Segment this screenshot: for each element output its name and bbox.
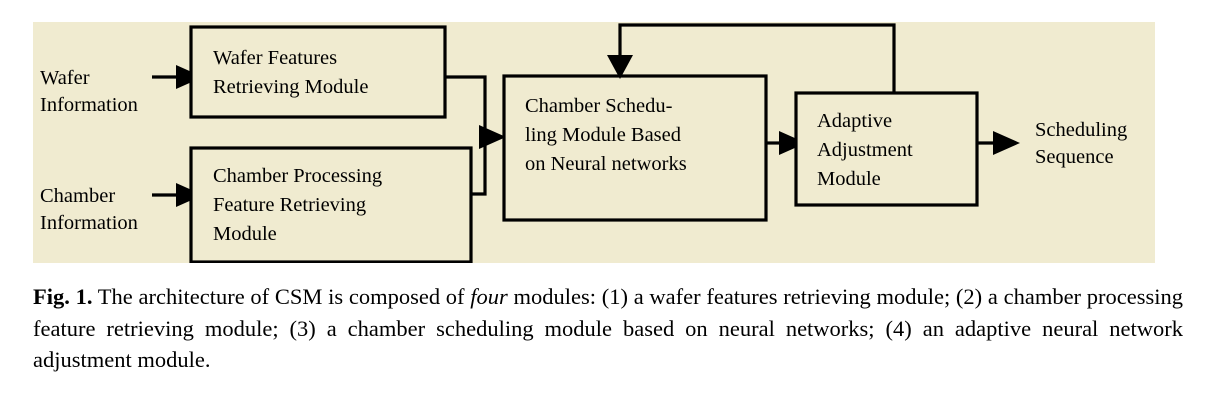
box-adaptive-adjustment-module-line2: Adjustment <box>817 139 913 161</box>
box-chamber-processing-feature-retrieving-module-line1: Chamber Processing <box>213 165 382 187</box>
box-chamber-processing-feature-retrieving-module[interactable]: Chamber Processing Feature Retrieving Mo… <box>189 146 473 263</box>
box-chamber-processing-feature-retrieving-module-line2: Feature Retrieving <box>213 194 366 216</box>
figure-caption: Fig. 1. The architecture of CSM is compo… <box>33 281 1183 376</box>
caption-part-1: The architecture of CSM is composed of <box>92 284 471 309</box>
box-chamber-scheduling-module-line1: Chamber Schedu- <box>525 95 673 117</box>
wafer-information-label-line2: Information <box>40 94 138 116</box>
box-chamber-processing-feature-retrieving-module-line3: Module <box>213 223 277 245</box>
chamber-information-label-line2: Information <box>40 212 138 234</box>
box-adaptive-adjustment-module[interactable]: Adaptive Adjustment Module <box>794 91 979 207</box>
architecture-diagram: Wafer Information Chamber Information Wa… <box>33 22 1155 263</box>
box-wafer-features-retrieving-module-line2: Retrieving Module <box>213 76 368 98</box>
connector-merge-to-chamber-scheduling <box>445 75 506 196</box>
box-chamber-processing-feature-retrieving-module-rect <box>189 146 473 263</box>
chamber-information-label-line1: Chamber <box>40 185 115 207</box>
box-wafer-features-retrieving-module[interactable]: Wafer Features Retrieving Module <box>189 25 447 119</box>
caption-emphasis: four <box>470 284 508 309</box>
box-chamber-scheduling-module-rect <box>502 74 768 222</box>
box-adaptive-adjustment-module-line3: Module <box>817 168 881 190</box>
connector-feedback-adaptive-to-scheduling <box>607 23 896 93</box>
box-chamber-scheduling-module-line2: ling Module Based <box>525 124 681 146</box>
box-adaptive-adjustment-module-rect <box>794 91 979 207</box>
scheduling-sequence-label-line2: Sequence <box>1035 146 1114 168</box>
caption-part-2: modules: (1) a wafer features retrieving… <box>33 284 1183 372</box>
wafer-information-label-line1: Wafer <box>40 67 90 89</box>
arrow-adaptive-to-output <box>977 131 1020 155</box>
figure-diagram-panel: Wafer Information Chamber Information Wa… <box>33 22 1155 263</box>
box-wafer-features-retrieving-module-rect <box>189 25 447 119</box>
box-adaptive-adjustment-module-line1: Adaptive <box>817 110 892 132</box>
figure-number: Fig. 1. <box>33 284 93 309</box>
box-chamber-scheduling-module[interactable]: Chamber Schedu- ling Module Based on Neu… <box>502 74 768 222</box>
scheduling-sequence-label-line1: Scheduling <box>1035 119 1127 141</box>
box-chamber-scheduling-module-line3: on Neural networks <box>525 153 687 175</box>
arrow-scheduling-to-adaptive <box>766 131 806 155</box>
box-wafer-features-retrieving-module-line1: Wafer Features <box>213 47 337 69</box>
